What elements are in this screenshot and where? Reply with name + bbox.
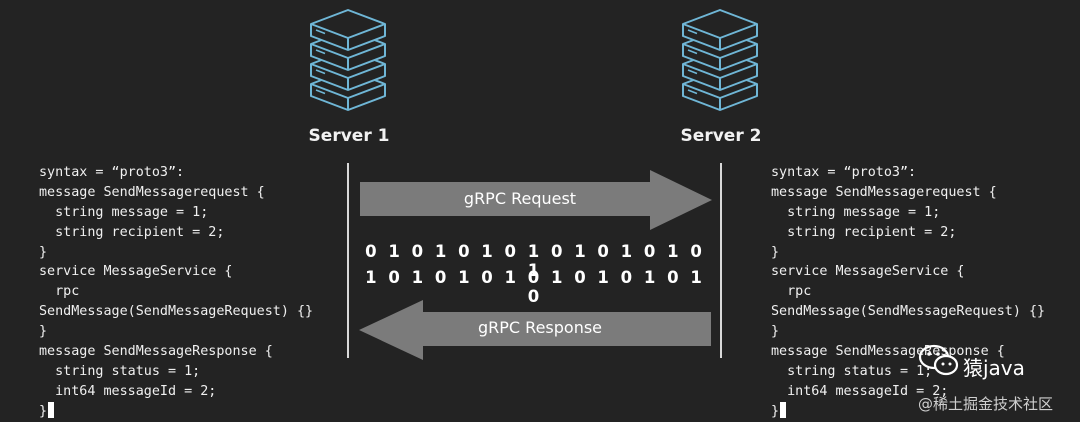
code-line: } <box>771 244 780 260</box>
code-line: string message = 1; <box>39 204 209 220</box>
code-line: } <box>771 324 780 340</box>
request-arrow <box>360 170 712 230</box>
code-line: SendMessage(SendMessageRequest) {} <box>39 304 314 320</box>
code-line: syntax = “proto3”: <box>771 165 917 180</box>
watermark-site: @稀土掘金技术社区 <box>918 395 1054 413</box>
code-line: string status = 1; <box>771 363 933 379</box>
code-line: string recipient = 2; <box>39 224 225 240</box>
code-line: int64 messageId = 2; <box>771 383 949 399</box>
server-2-proto-code: syntax = “proto3”: message SendMessagereq… <box>771 163 1045 422</box>
code-line: service MessageService { <box>771 264 965 280</box>
server-2-divider <box>720 163 722 358</box>
text-cursor <box>780 401 787 418</box>
response-arrow-label: gRPC Response <box>477 318 603 337</box>
code-line: message SendMessageResponse { <box>39 344 273 360</box>
code-line: } <box>39 244 48 260</box>
watermark-brand: 猿java <box>963 356 1025 380</box>
code-line: int64 messageId = 2; <box>39 383 217 399</box>
code-line: } <box>771 401 1045 422</box>
code-line: service MessageService { <box>39 264 233 280</box>
code-line: SendMessage(SendMessageRequest) {} <box>771 304 1046 320</box>
request-arrow-label: gRPC Request <box>463 189 577 208</box>
code-line: syntax = “proto3”: <box>39 165 185 180</box>
code-line: string status = 1; <box>39 363 201 379</box>
code-line: rpc <box>39 284 80 300</box>
code-line: rpc <box>771 284 812 300</box>
text-cursor <box>48 401 55 418</box>
server-stack-icon <box>310 9 386 111</box>
binary-line-1: 0 1 0 1 0 1 0 1 0 1 0 1 0 1 0 1 <box>365 242 705 280</box>
code-line: string recipient = 2; <box>771 224 957 240</box>
code-line: string message = 1; <box>771 204 941 220</box>
binary-line-2: 1 0 1 0 1 0 1 0 1 0 1 0 1 0 1 0 <box>365 268 705 306</box>
server-2-label: Server 2 <box>680 126 762 146</box>
server-1-proto-code: syntax = “proto3”: message SendMessagereq… <box>39 163 313 422</box>
code-line-text: } <box>771 403 780 419</box>
code-line-text: } <box>39 403 48 419</box>
server-2-icon <box>675 8 765 116</box>
wechat-icon <box>918 344 959 376</box>
code-line: message SendMessagerequest { <box>39 184 265 200</box>
code-line: message SendMessageResponse { <box>771 344 1005 360</box>
server-stack-icon <box>682 9 758 111</box>
server-1-divider <box>347 163 349 358</box>
server-1-icon <box>303 8 393 116</box>
code-line: message SendMessagerequest { <box>771 184 997 200</box>
code-line: } <box>39 324 48 340</box>
code-line: } <box>39 401 313 422</box>
response-arrow <box>359 300 711 360</box>
server-1-label: Server 1 <box>308 126 390 146</box>
